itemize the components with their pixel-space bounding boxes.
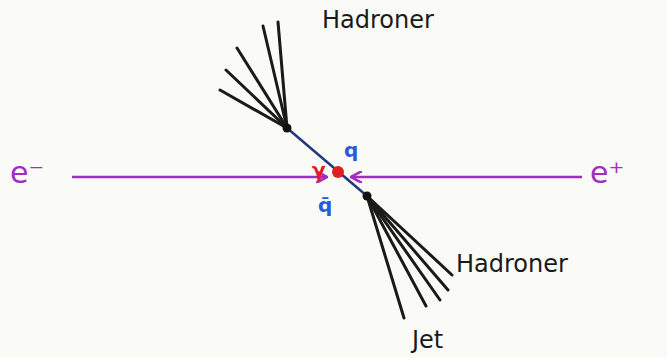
quark-label: q xyxy=(344,140,358,160)
hadron-label: Hadroner xyxy=(322,8,434,32)
quark-line xyxy=(287,128,367,196)
positron-label: e⁺ xyxy=(590,158,624,188)
upper-jet xyxy=(220,22,287,128)
jet-label: Jet xyxy=(412,328,443,352)
lower-jet xyxy=(367,196,452,318)
vertex-dot xyxy=(363,192,372,201)
photon-label: γ xyxy=(312,160,326,180)
hadron-label: Hadroner xyxy=(456,252,568,276)
vertex-dot xyxy=(283,124,292,133)
annihilation-point xyxy=(332,166,344,178)
positron-beam xyxy=(352,176,582,179)
electron-beam xyxy=(72,176,326,179)
electron-label: e⁻ xyxy=(10,158,44,188)
antiquark-label: q̄ xyxy=(318,195,332,215)
